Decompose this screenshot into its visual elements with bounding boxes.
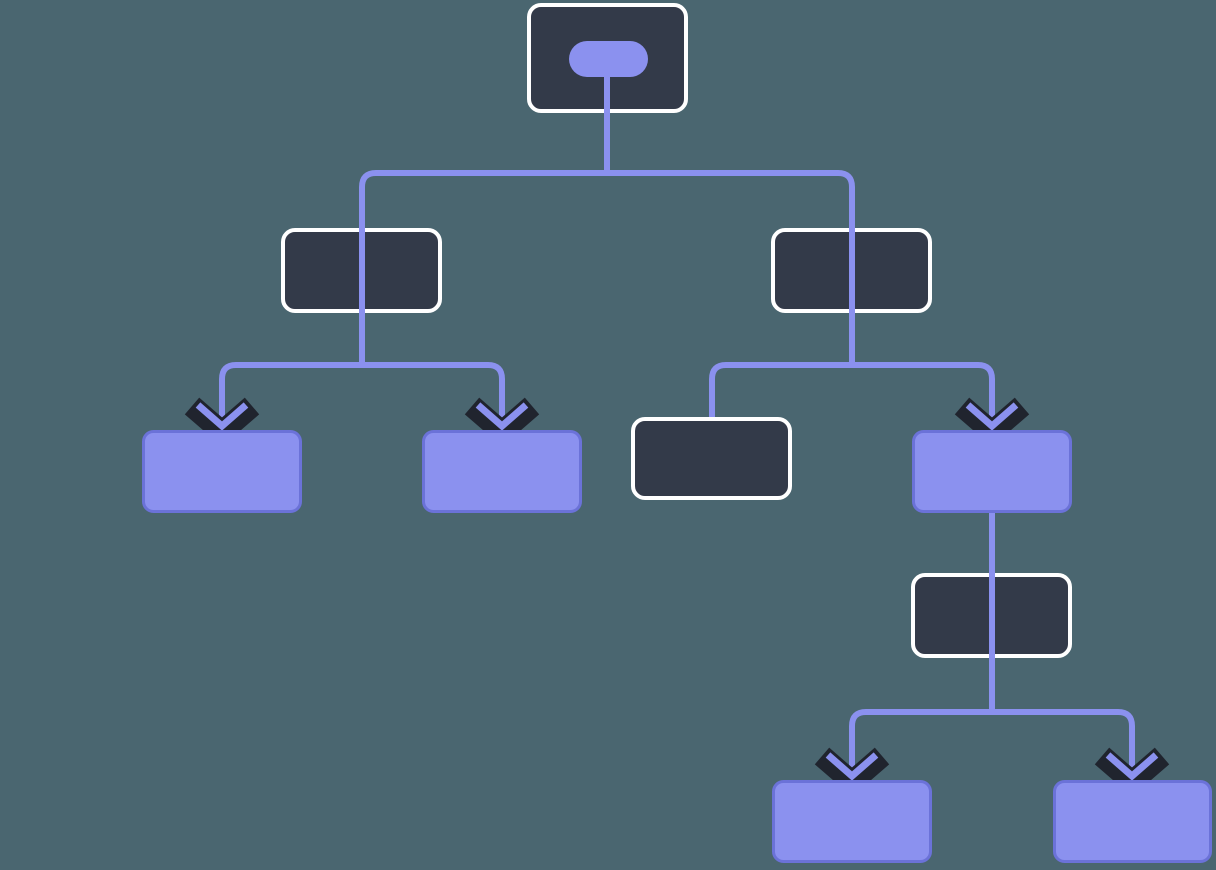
edge-right-branch-to-leaves xyxy=(709,313,995,432)
leaf-node-3[interactable] xyxy=(631,417,792,500)
root-pill-tail xyxy=(604,77,610,173)
nodes-layer xyxy=(142,3,1212,863)
edge-right-branch-to-leaves-bus xyxy=(709,362,995,432)
right-branch-node-line-marker xyxy=(849,243,855,298)
leaf-node-5-rect[interactable] xyxy=(772,780,932,863)
arrowhead-leaf-2-inner xyxy=(475,402,529,431)
node-stem-bottom-1 xyxy=(359,298,365,313)
arrowhead-leaf-1-inner xyxy=(195,402,249,431)
leaf-node-4[interactable] xyxy=(912,430,1072,513)
node-stem-top-2 xyxy=(849,228,855,243)
sub-branch-node-line-marker xyxy=(989,588,995,643)
edge-sub-branch-to-leaves xyxy=(849,658,1135,782)
node-stem-top-1 xyxy=(359,228,365,243)
leaf-node-4-rect[interactable] xyxy=(912,430,1072,513)
node-stem-bottom-2 xyxy=(849,298,855,313)
edge-sub-branch-to-leaves-bus xyxy=(849,709,1135,782)
root-node-pill-marker xyxy=(569,41,648,77)
leaf-node-1-rect[interactable] xyxy=(142,430,302,513)
arrowhead-leaf-4-inner xyxy=(965,402,1019,431)
leaf-node-2-rect[interactable] xyxy=(422,430,582,513)
node-stem-top-3 xyxy=(989,573,995,588)
edge-left-branch-to-leaves-bus xyxy=(219,362,505,432)
leaf-node-6[interactable] xyxy=(1053,780,1212,863)
leaf-node-1[interactable] xyxy=(142,430,302,513)
edge-left-branch-to-leaves xyxy=(219,313,505,432)
leaf-node-3-rect[interactable] xyxy=(631,417,792,500)
arrowhead-leaf-5-inner xyxy=(825,752,879,781)
left-branch-node-line-marker xyxy=(359,243,365,298)
leaf-node-6-rect[interactable] xyxy=(1053,780,1212,863)
arrowhead-leaf-6-inner xyxy=(1105,752,1159,781)
edges-layer xyxy=(219,113,1135,782)
leaf-node-5[interactable] xyxy=(772,780,932,863)
node-stem-bottom-3 xyxy=(989,643,995,658)
leaf-node-2[interactable] xyxy=(422,430,582,513)
